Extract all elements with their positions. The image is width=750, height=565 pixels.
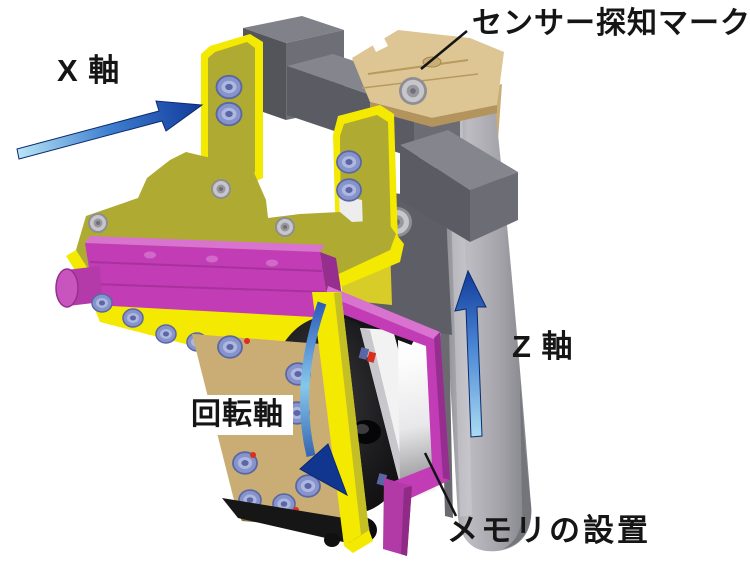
x-axis-arrow — [16, 100, 204, 160]
memory-placement-leader-line — [423, 452, 458, 517]
magenta-stage-block — [55, 236, 346, 322]
yellow-front-strip — [312, 292, 373, 553]
lower-arm-block — [400, 130, 518, 242]
x-axis-label: X 軸 — [57, 53, 121, 88]
rotation-axis-label: 回転軸 — [182, 395, 293, 435]
left-bracket — [201, 34, 263, 186]
sensor-mark-label: センサー探知マーク — [472, 7, 750, 40]
memory-placement-label: メモリの設置 — [447, 513, 651, 548]
memory-window — [398, 340, 436, 486]
rotation-axis-arrow — [299, 301, 348, 497]
magenta-carriage-frame — [322, 286, 450, 556]
z-axis-label: Z 軸 — [512, 329, 574, 364]
hinge-bolt — [399, 77, 427, 105]
sensor-mark-leader-line — [420, 30, 468, 70]
z-axis-arrow — [454, 269, 487, 438]
